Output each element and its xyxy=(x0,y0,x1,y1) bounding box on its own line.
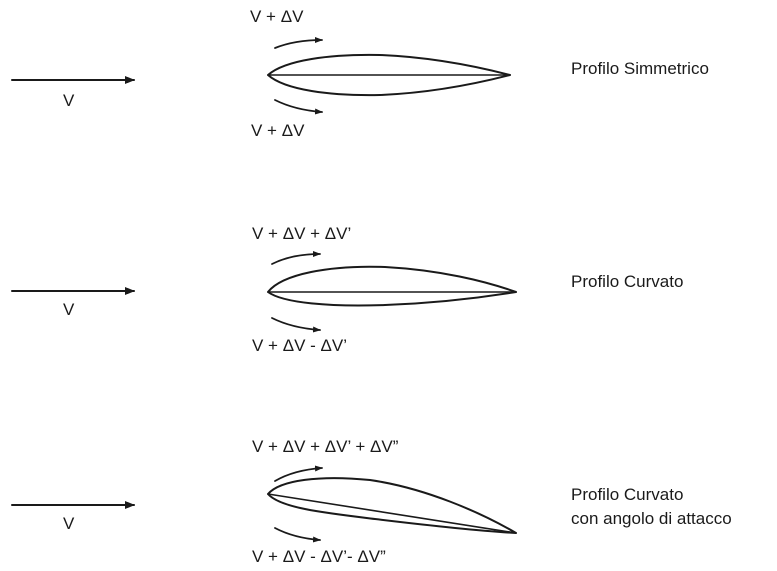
lower-flow-arrow xyxy=(274,527,321,543)
upper-flow-arrow xyxy=(274,37,323,49)
freestream-label: V xyxy=(63,514,75,533)
lower-velocity-label: V + ΔV xyxy=(251,121,305,140)
lower-flow-arrow xyxy=(271,317,321,333)
upper-velocity-label: V + ΔV + ΔV’ xyxy=(252,224,352,243)
upper-velocity-label: V + ΔV xyxy=(250,7,304,26)
profile-name: Profilo Curvato xyxy=(571,272,684,291)
airfoil-cambered xyxy=(267,265,517,307)
upper-velocity-label: V + ΔV + ΔV’ + ΔV” xyxy=(252,437,399,456)
profile-name: Profilo Curvato xyxy=(571,485,684,504)
lower-flow-arrow xyxy=(274,99,323,115)
lower-velocity-label: V + ΔV - ΔV’ xyxy=(252,336,347,355)
profile-name: Profilo Simmetrico xyxy=(571,59,709,78)
lower-velocity-label: V + ΔV - ΔV’- ΔV” xyxy=(252,547,386,566)
profile-name-line2: con angolo di attacco xyxy=(571,509,732,528)
panel-symmetric xyxy=(11,37,511,115)
upper-flow-arrow xyxy=(271,251,321,265)
upper-flow-arrow xyxy=(274,465,323,482)
panel-cambered xyxy=(11,251,517,333)
freestream-label: V xyxy=(63,300,75,319)
panel-angle-of-attack xyxy=(11,465,517,543)
chord-line xyxy=(267,493,517,534)
airfoil-inclined xyxy=(267,477,517,534)
freestream-label: V xyxy=(63,91,75,110)
